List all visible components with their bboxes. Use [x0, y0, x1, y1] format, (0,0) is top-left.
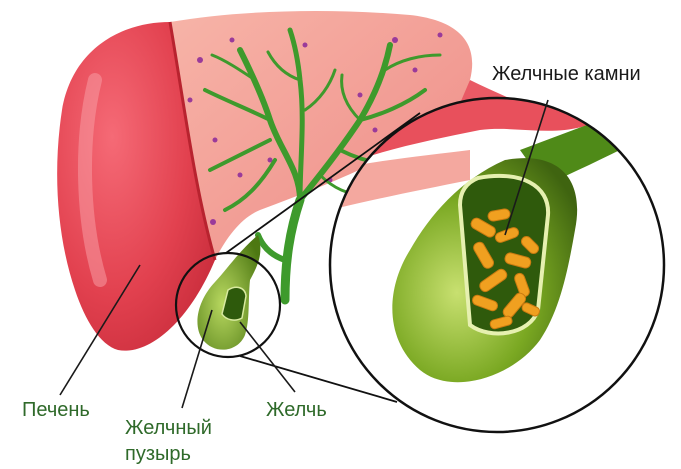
label-liver: Печень: [22, 398, 90, 422]
label-gallbladder-line2: пузырь: [125, 442, 191, 466]
label-gallbladder-line1: Желчный: [125, 416, 212, 440]
label-bile: Желчь: [266, 398, 327, 422]
label-gallstones: Желчные камни: [492, 62, 641, 86]
